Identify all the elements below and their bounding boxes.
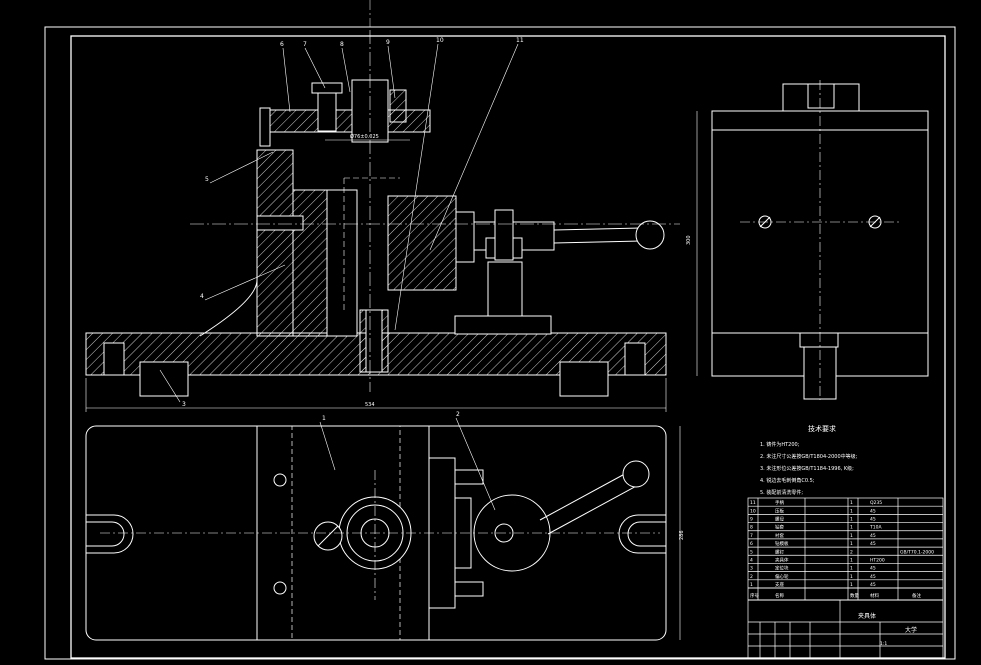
parts-cell-material: 45 xyxy=(870,582,876,588)
parts-cell-qty: 2 xyxy=(850,549,853,555)
tech-req-title: 技术要求 xyxy=(808,424,836,433)
title-org: 大学 xyxy=(905,626,917,634)
right-foot xyxy=(559,361,609,397)
plan-view xyxy=(85,417,681,641)
header-no: 序号 xyxy=(750,592,759,599)
parts-cell-name: 手柄 xyxy=(775,499,784,506)
parts-cell-material: 45 xyxy=(870,508,876,514)
callout-8: 8 xyxy=(340,41,344,48)
dim-plan-width: 286 xyxy=(679,530,685,540)
front-section-view xyxy=(85,30,680,412)
frame-border xyxy=(70,35,946,659)
parts-cell-qty: 1 xyxy=(850,574,853,580)
parts-cell-qty: 1 xyxy=(850,582,853,588)
side-view xyxy=(696,80,929,400)
parts-cell-material: 45 xyxy=(870,566,876,572)
parts-cell-note: GB/T70.1-2000 xyxy=(900,549,934,555)
parts-cell-no: 4 xyxy=(750,557,753,563)
parts-cell-qty: 1 xyxy=(850,541,853,547)
parts-cell-name: 螺母 xyxy=(775,516,784,523)
header-name: 名称 xyxy=(775,592,784,599)
callout-9: 9 xyxy=(386,39,390,46)
parts-cell-material: 45 xyxy=(870,574,876,580)
parts-cell-material: 45 xyxy=(870,533,876,539)
parts-cell-no: 6 xyxy=(750,541,753,547)
parts-cell-no: 8 xyxy=(750,525,753,531)
parts-cell-name: 支座 xyxy=(775,581,784,588)
parts-cell-no: 5 xyxy=(750,549,753,555)
callout-4: 4 xyxy=(200,293,204,300)
parts-cell-material: Q235 xyxy=(870,500,882,506)
clamp-block xyxy=(387,195,457,291)
parts-header: 序号 名称 数量 材料 备注 xyxy=(750,592,921,599)
parts-list xyxy=(747,497,944,659)
parts-cell-no: 2 xyxy=(750,574,753,580)
title-drawing-name: 夹具体 xyxy=(858,612,876,620)
callout-10: 10 xyxy=(436,37,444,44)
parts-cell-no: 11 xyxy=(750,500,756,506)
callout-5: 5 xyxy=(205,176,209,183)
parts-cell-name: 钻模板 xyxy=(775,540,789,547)
header-material: 材料 xyxy=(870,592,879,599)
column xyxy=(256,149,294,337)
parts-cell-no: 10 xyxy=(750,508,756,514)
parts-cell-name: 压板 xyxy=(775,507,784,514)
tech-req-3: 3. 未注形位公差按GB/T1184-1996, K级; xyxy=(760,465,854,472)
dim-side-height: 300 xyxy=(686,235,692,245)
callout-1: 1 xyxy=(322,415,326,422)
callout-11: 11 xyxy=(516,37,524,44)
header-note: 备注 xyxy=(912,592,921,599)
header-qty: 数量 xyxy=(850,592,859,599)
parts-cell-qty: 1 xyxy=(850,557,853,563)
title-block: 夹具体 大学 1:1 xyxy=(858,612,917,647)
parts-cell-no: 7 xyxy=(750,533,753,539)
callouts: 6 7 8 9 10 11 5 4 3 1 2 xyxy=(182,37,524,422)
parts-cell-qty: 1 xyxy=(850,508,853,514)
parts-cell-material: 45 xyxy=(870,541,876,547)
callout-6: 6 xyxy=(280,41,284,48)
parts-cell-no: 9 xyxy=(750,517,753,523)
parts-cell-name: 定位块 xyxy=(775,565,789,572)
parts-cell-name: 偏心轮 xyxy=(775,573,789,580)
callout-7: 7 xyxy=(303,41,307,48)
tech-requirements: 技术要求 1. 铸件为HT200; 2. 未注尺寸公差按GB/T1804-200… xyxy=(760,424,858,496)
tech-req-1: 1. 铸件为HT200; xyxy=(760,441,800,448)
left-foot xyxy=(139,361,189,397)
parts-cell-material: T10A xyxy=(869,525,882,531)
parts-cell-qty: 1 xyxy=(850,525,853,531)
parts-cell-qty: 1 xyxy=(850,500,853,506)
parts-cell-qty: 1 xyxy=(850,566,853,572)
parts-cell-name: 螺钉 xyxy=(775,548,784,555)
tech-req-4: 4. 锐边去毛刺倒角C0.5; xyxy=(760,477,815,484)
parts-cell-material: HT200 xyxy=(870,557,885,563)
parts-cell-qty: 1 xyxy=(850,533,853,539)
parts-cell-name: 钻套 xyxy=(775,524,784,531)
tech-req-5: 5. 装配前清洗零件; xyxy=(760,489,803,496)
parts-cell-no: 1 xyxy=(750,582,753,588)
parts-cell-material: 45 xyxy=(870,517,876,523)
parts-cell-name: 夹具体 xyxy=(775,556,789,563)
dim-base-length: 534 xyxy=(365,402,375,408)
dim-bolt-circle: Ø76±0.025 xyxy=(350,133,379,140)
title-scale: 1:1 xyxy=(880,641,887,647)
parts-cell-name: 衬套 xyxy=(775,532,784,539)
parts-cell-no: 3 xyxy=(750,566,753,572)
tech-req-2: 2. 未注尺寸公差按GB/T1804-2000中等级; xyxy=(760,453,858,460)
handle-ball xyxy=(635,220,665,250)
parts-cell-qty: 1 xyxy=(850,517,853,523)
callout-2: 2 xyxy=(456,411,460,418)
sheet-border xyxy=(44,26,956,660)
callout-3: 3 xyxy=(182,401,186,408)
